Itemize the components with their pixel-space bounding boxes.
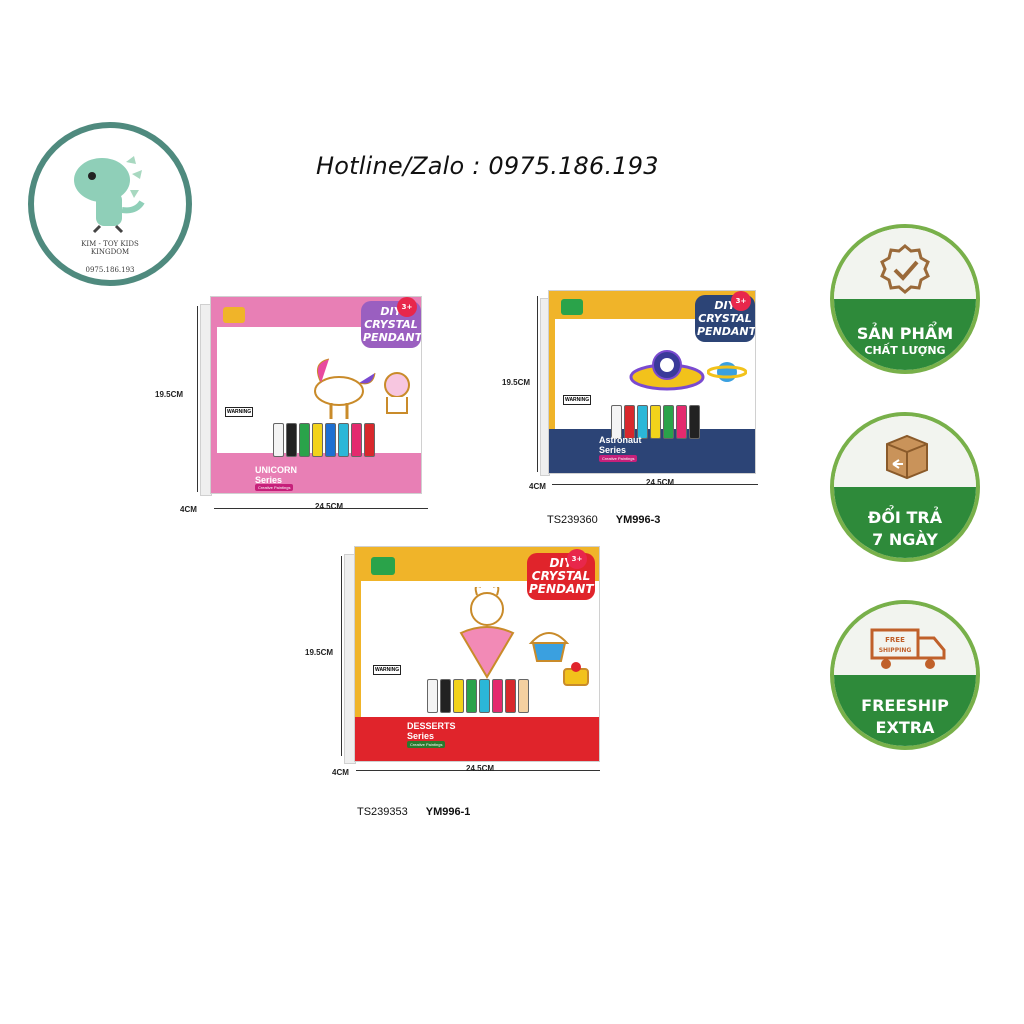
ufo-astronaut-icon [629, 350, 705, 391]
series-subtitle: Creative Paintings [407, 741, 446, 748]
product-code-2: TS239360 YM996-3 [547, 514, 660, 526]
dim-width-1: 24.5CM [315, 502, 344, 511]
dim-height-2: 19.5CM [502, 378, 531, 387]
truck-icon: FREE SHIPPING [870, 628, 946, 669]
badge-return: ĐỔI TRẢ 7 NGÀY [830, 412, 980, 562]
logo-shop-name: KIM - TOY KIDS KINGDOM [81, 240, 139, 256]
badge-quality: SẢN PHẨM CHẤT LƯỢNG [830, 224, 980, 374]
series-subtitle: Creative Paintings [255, 484, 294, 491]
hotline-text: Hotline/Zalo : 0975.186.193 [316, 152, 659, 180]
dim-depth-3: 4CM [332, 768, 349, 777]
paint-tubes [427, 679, 529, 713]
paint-tubes [273, 423, 375, 457]
quality-check-icon [880, 244, 930, 294]
cake-icon [563, 662, 589, 686]
planet-icon [707, 362, 747, 382]
svg-text:SHIPPING: SHIPPING [879, 647, 912, 654]
logo-phone: 0975.186.193 [85, 266, 135, 274]
badge-quality-line1: SẢN PHẨM [856, 324, 954, 343]
product-box-desserts: DIY CRYSTAL PENDANT 3+ WARNING DESSERTS … [344, 546, 604, 768]
badge-freeship-line2: EXTRA [875, 718, 935, 737]
unicorn-icon [314, 358, 376, 419]
shop-logo: KIM - TOY KIDS KINGDOM 0975.186.193 [28, 122, 192, 286]
dim-width-3: 24.5CM [466, 764, 495, 773]
cupcake-icon [528, 632, 570, 662]
badge-freeship: FREE SHIPPING FREESHIP EXTRA [830, 600, 980, 750]
dim-depth-2: 4CM [529, 482, 546, 491]
sku-code: TS239360 [547, 514, 598, 526]
badge-return-line2: 7 NGÀY [872, 530, 938, 549]
svg-text:FREE: FREE [885, 636, 905, 644]
series-name: DESSERTS Series [407, 721, 456, 741]
product-box-unicorn: DIY CRYSTAL PENDANT 3+ WARNING UNICORN S… [200, 296, 430, 506]
product-code-3: TS239353 YM996-1 [357, 806, 470, 815]
age-badge: 3+ [731, 291, 751, 311]
sku-code: TS239353 [357, 806, 408, 815]
warning-label: WARNING [225, 407, 254, 417]
age-badge: 3+ [397, 297, 417, 317]
warning-label: WARNING [563, 395, 592, 405]
series-name: UNICORN Series [255, 465, 297, 485]
series-name: Astronaut Series [599, 435, 642, 455]
product-box-astronaut: DIY CRYSTAL PENDANT 3+ WARNING Astronaut… [540, 290, 760, 480]
model-code: YM996-1 [425, 806, 471, 815]
model-code: YM996-3 [615, 514, 661, 526]
dim-width-2: 24.5CM [646, 478, 675, 487]
age-badge: 3+ [567, 549, 587, 569]
return-box-icon [886, 434, 928, 480]
paint-tubes [611, 405, 700, 439]
badge-quality-line2: CHẤT LƯỢNG [864, 344, 946, 357]
series-subtitle: Creative Paintings [599, 455, 638, 462]
dim-height-1: 19.5CM [155, 390, 184, 399]
dim-height-3: 19.5CM [305, 648, 334, 657]
dinosaur-icon [74, 156, 145, 234]
bunny-icecream-icon [459, 587, 515, 679]
dim-depth-1: 4CM [180, 505, 197, 514]
badge-return-line1: ĐỔI TRẢ [867, 508, 943, 527]
badge-freeship-line1: FREESHIP [861, 696, 949, 715]
warning-label: WARNING [373, 665, 402, 675]
unicorn-small-icon [384, 372, 410, 414]
